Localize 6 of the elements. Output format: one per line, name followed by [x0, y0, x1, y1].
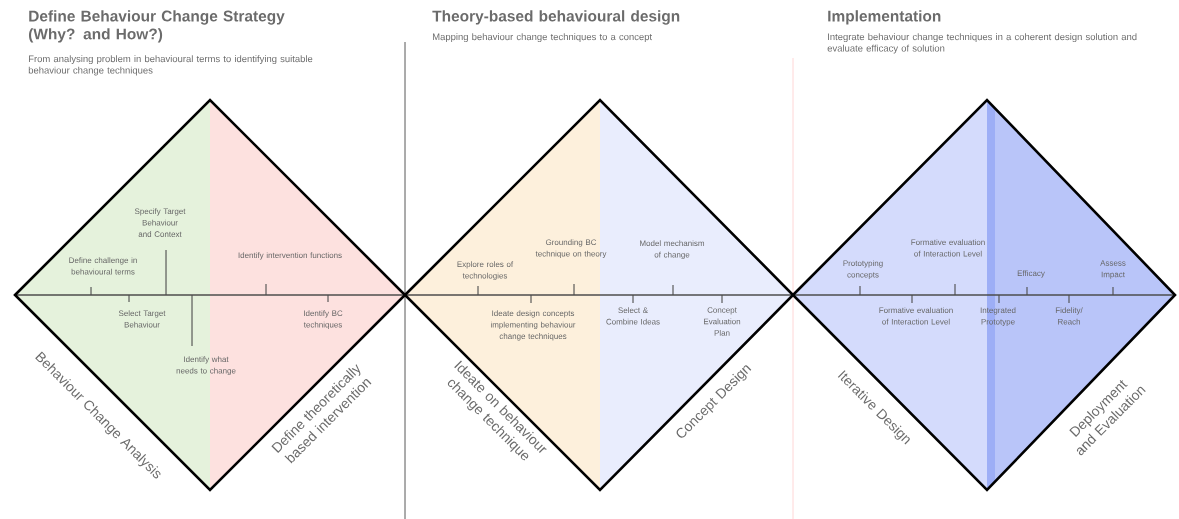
section-heading: Theory-based behavioural design: [432, 10, 680, 25]
section-subtitle: Integrate behaviour change techniques in a coherent design solution and evaluate efficacy of solution: [827, 33, 1137, 54]
section-heading: Define Behaviour Change Strategy (Why? and How?): [29, 10, 285, 43]
section-subtitle: From analysing problem in behavioural terms to identifying suitable behaviour change techniques: [28, 55, 313, 76]
section-subtitle: Mapping behaviour change techniques to a concept: [433, 33, 652, 42]
section-heading: Implementation: [828, 10, 941, 25]
